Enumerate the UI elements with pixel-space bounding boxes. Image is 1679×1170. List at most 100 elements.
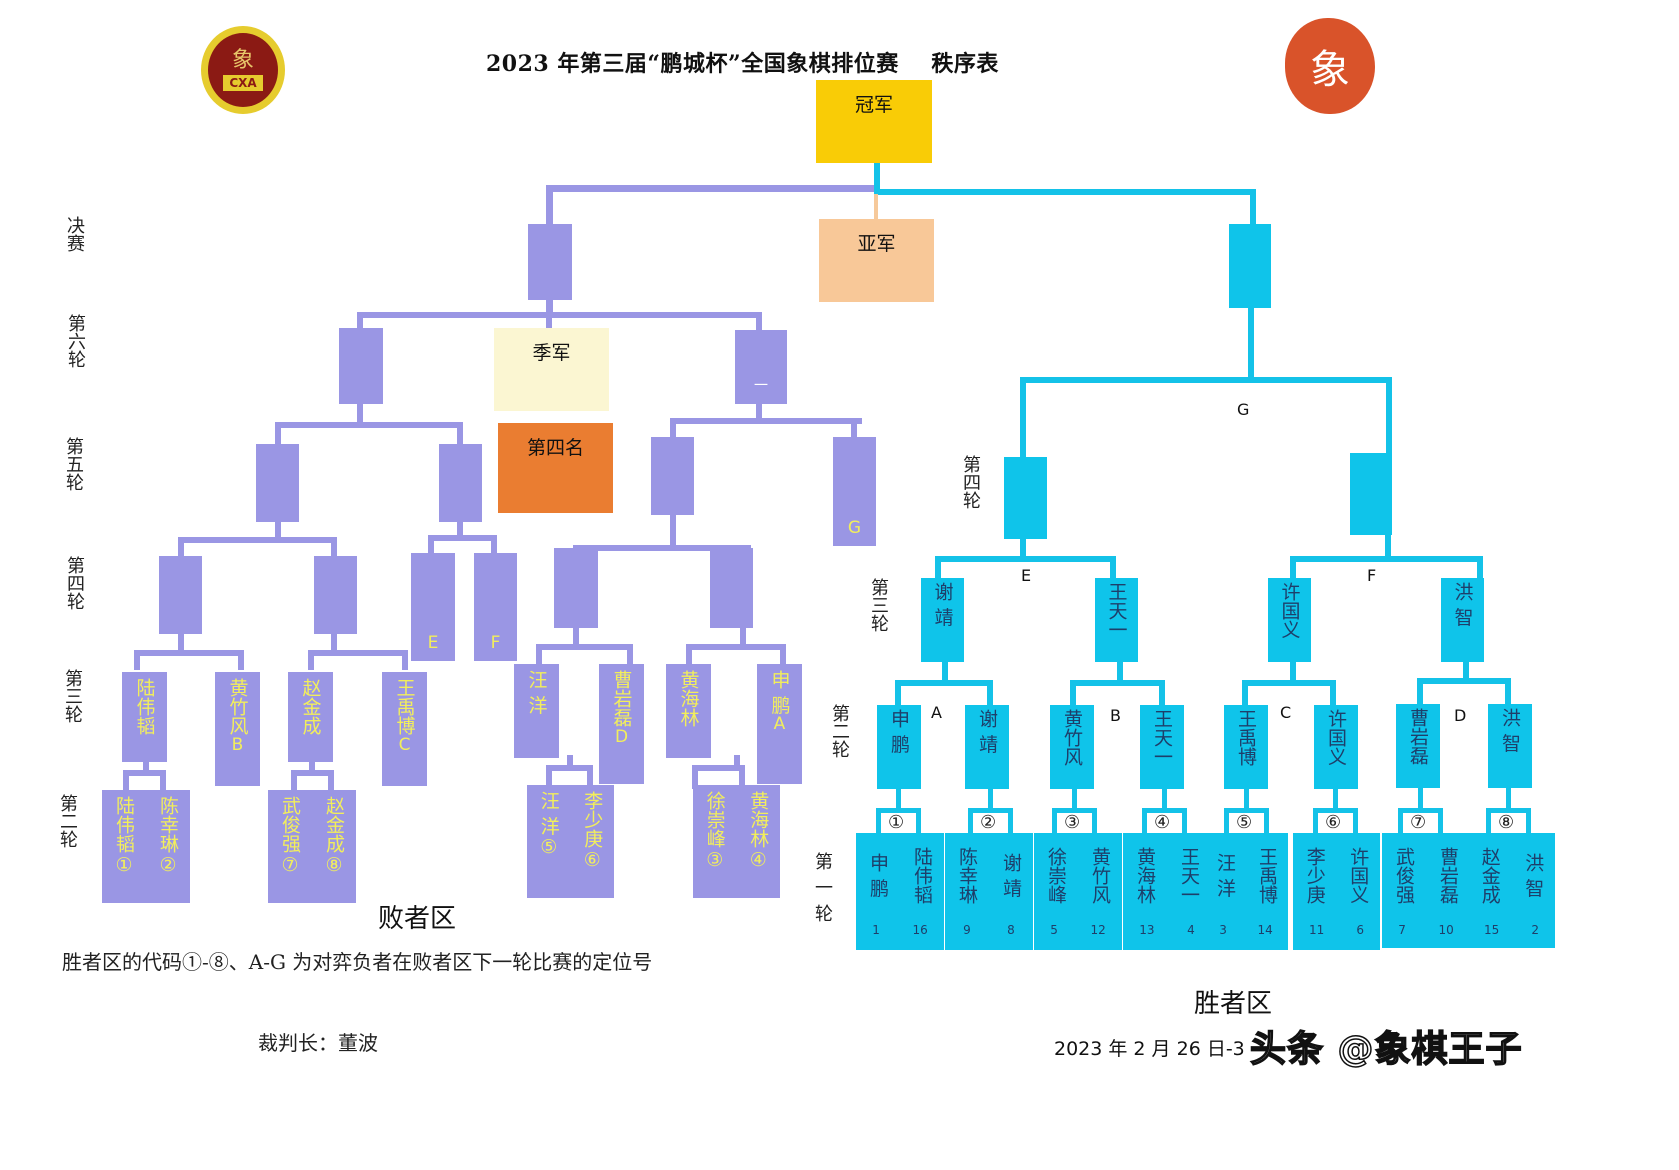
- winners-code-f: F: [1367, 566, 1377, 585]
- line: [1250, 189, 1256, 227]
- line: [308, 650, 408, 656]
- line: [756, 402, 762, 422]
- cxa-logo: 象 CXA: [201, 26, 285, 114]
- player-name: 王禹博: [393, 678, 416, 735]
- line: [402, 650, 408, 670]
- winners-r2-box: 黄竹风: [1050, 705, 1094, 789]
- slot-code: ⑥: [583, 849, 601, 871]
- line: [1417, 678, 1423, 704]
- player-name: 陈幸琳: [956, 846, 978, 904]
- player-name: 黄竹风: [1061, 709, 1083, 766]
- seed-number: 14: [1257, 923, 1273, 937]
- player-name: 李少庚: [1303, 846, 1326, 904]
- line: [686, 644, 692, 666]
- player-name: 洪 智: [1451, 582, 1474, 627]
- line: [291, 770, 334, 776]
- player-name: 赵金成: [323, 796, 345, 853]
- line: [160, 770, 166, 796]
- player-name: 武俊强: [1393, 846, 1415, 904]
- round-label-text: 第五轮: [63, 437, 84, 491]
- line: [1506, 788, 1511, 810]
- line: [1330, 680, 1336, 706]
- slot-code: ⑧: [325, 854, 343, 876]
- line: [896, 788, 901, 810]
- fourth-place-label: 第四名: [526, 437, 584, 459]
- line: [1248, 305, 1254, 383]
- player-name: 黄海林: [1134, 846, 1156, 904]
- line: [238, 650, 244, 670]
- line: [1020, 535, 1026, 561]
- line: [935, 556, 1116, 562]
- round-label-text: 第四轮: [960, 455, 981, 509]
- runner-up-line: [874, 194, 878, 220]
- page-title: 2023 年第三届“鹏城杯”全国象棋排位赛 秩序表: [486, 51, 999, 77]
- line: [178, 537, 337, 543]
- player-name: 徐崇峰: [1045, 846, 1067, 904]
- watermark: 头条 @象棋王子: [1249, 1028, 1523, 1071]
- runner-up-box: 亚军: [819, 219, 934, 302]
- player-name: 许国义: [1278, 582, 1301, 639]
- line: [1486, 808, 1491, 836]
- line: [1463, 660, 1469, 684]
- winners-r3-box: 谢 靖: [921, 578, 964, 662]
- round-label-text: 第三轮: [62, 669, 83, 723]
- winners-r3-box: 许国义: [1268, 578, 1311, 662]
- line: [491, 535, 497, 555]
- slot-code: ②: [159, 854, 177, 876]
- line: [546, 298, 553, 316]
- line: [692, 765, 698, 789]
- line: [178, 632, 184, 654]
- winners-r4-slot: [1004, 457, 1047, 539]
- round-label-r3-left: 第三轮: [60, 669, 83, 730]
- line: [178, 537, 184, 557]
- line: [275, 422, 281, 446]
- player-name: 陈幸琳: [157, 796, 179, 853]
- round-label-text: 第二轮: [57, 794, 78, 848]
- line: [1313, 808, 1318, 836]
- line: [1353, 808, 1358, 836]
- seed-number: 8: [1007, 923, 1015, 937]
- slot-code: ⑦: [281, 854, 299, 876]
- line: [1008, 808, 1013, 836]
- slot-code: C: [398, 735, 411, 755]
- player-name: 王禹博: [1256, 846, 1278, 904]
- third-place-box: 季军: [494, 328, 609, 411]
- slot-code: ③: [706, 849, 724, 871]
- losers-r5-slot-g: G: [833, 437, 876, 546]
- line: [1438, 808, 1443, 836]
- winners-r2-box: 许国义: [1314, 705, 1358, 789]
- r1-code: ⑧: [1498, 812, 1515, 833]
- champion-box: 冠军: [816, 80, 932, 163]
- line: [134, 650, 140, 670]
- losers-r4-slot-f: F: [474, 553, 517, 661]
- losers-lines: [123, 185, 878, 796]
- seed-number: 15: [1484, 923, 1500, 937]
- line: [876, 808, 881, 836]
- line: [942, 660, 948, 684]
- line: [1092, 808, 1097, 836]
- line: [457, 422, 463, 446]
- line: [357, 312, 363, 332]
- winners-code-g: G: [1237, 400, 1250, 419]
- player-name: 汪 洋: [1214, 852, 1236, 898]
- losers-r4-slot: [159, 556, 202, 634]
- round-label-text: 决赛: [64, 216, 85, 252]
- player-name: 黄海林: [747, 791, 770, 848]
- r1-bridges: [876, 788, 1531, 836]
- player-name: 汪 洋: [525, 670, 548, 715]
- line: [536, 644, 633, 650]
- seed-number: 1: [872, 923, 880, 937]
- line: [988, 788, 993, 810]
- line: [123, 770, 166, 776]
- losers-final-slot: [528, 224, 572, 300]
- winners-r2-box: 洪 智: [1488, 704, 1532, 788]
- line: [331, 537, 337, 557]
- line: [275, 422, 463, 428]
